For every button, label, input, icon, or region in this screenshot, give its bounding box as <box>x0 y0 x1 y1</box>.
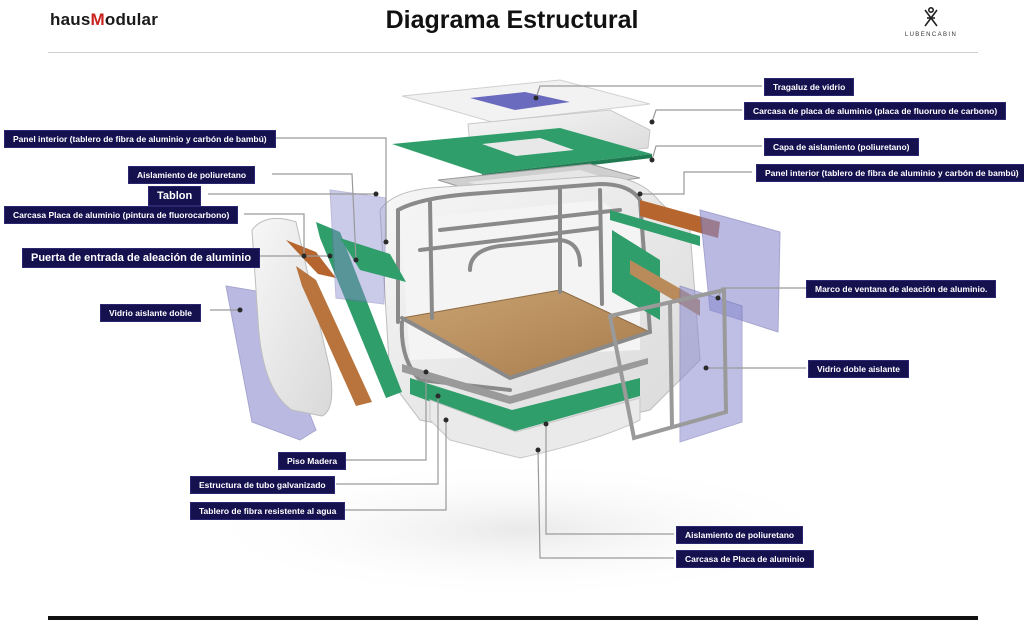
page-title: Diagrama Estructural <box>385 6 639 34</box>
partner-logo-text: LUBENCABIN <box>904 32 958 38</box>
label-skylight: Tragaluz de vidrio <box>764 78 855 96</box>
label-waterproof-board: Tablero de fibra resistente al agua <box>190 502 346 520</box>
partner-logo: LUBENCABIN <box>896 6 966 40</box>
label-plank: Tablon <box>148 186 202 206</box>
label-insulation-bottom: Aislamiento de poliuretano <box>676 526 804 544</box>
diagram-area: Tragaluz de vidrio Carcasa de placa de a… <box>0 60 1024 610</box>
label-inner-panel-right: Panel interior (tablero de fibra de alum… <box>756 164 1024 182</box>
label-insulation-layer: Capa de aislamiento (poliuretano) <box>764 138 919 156</box>
label-wood-floor: Piso Madera <box>278 452 347 470</box>
label-window-frame: Marco de ventana de aleación de aluminio… <box>806 280 997 298</box>
label-galvanized-tube: Estructura de tubo galvanizado <box>190 476 335 494</box>
exploded-cabin-diagram <box>190 79 850 600</box>
brand-suffix: odular <box>104 10 159 29</box>
left-panels <box>225 189 406 441</box>
brand-prefix: haus <box>50 10 91 29</box>
label-insulation-left: Aislamiento de poliuretano <box>128 166 256 184</box>
label-double-glass-left: Vidrio aislante doble <box>100 304 201 322</box>
label-aluminum-shell-bottom: Carcasa de Placa de aluminio <box>676 550 814 568</box>
header-divider <box>48 52 978 53</box>
brand-highlight: M <box>90 10 105 29</box>
label-inner-panel-left: Panel interior (tablero de fibra de alum… <box>4 130 276 148</box>
skylight <box>401 79 651 123</box>
window-frame <box>607 287 729 441</box>
label-double-glass-right: Vidrio doble aislante <box>808 360 909 378</box>
label-shell-fluorocarbon: Carcasa Placa de aluminio (pintura de fl… <box>4 206 239 224</box>
leader-dots <box>237 95 721 453</box>
right-glass <box>679 209 781 443</box>
brand-logo: hausModular <box>50 10 158 30</box>
label-roof-shell: Carcasa de placa de aluminio (placa de f… <box>744 102 1007 120</box>
floor-layers <box>402 358 648 459</box>
partner-logo-mark <box>924 6 938 27</box>
label-entry-door: Puerta de entrada de aleación de alumini… <box>22 248 261 268</box>
footer-divider <box>48 616 978 620</box>
